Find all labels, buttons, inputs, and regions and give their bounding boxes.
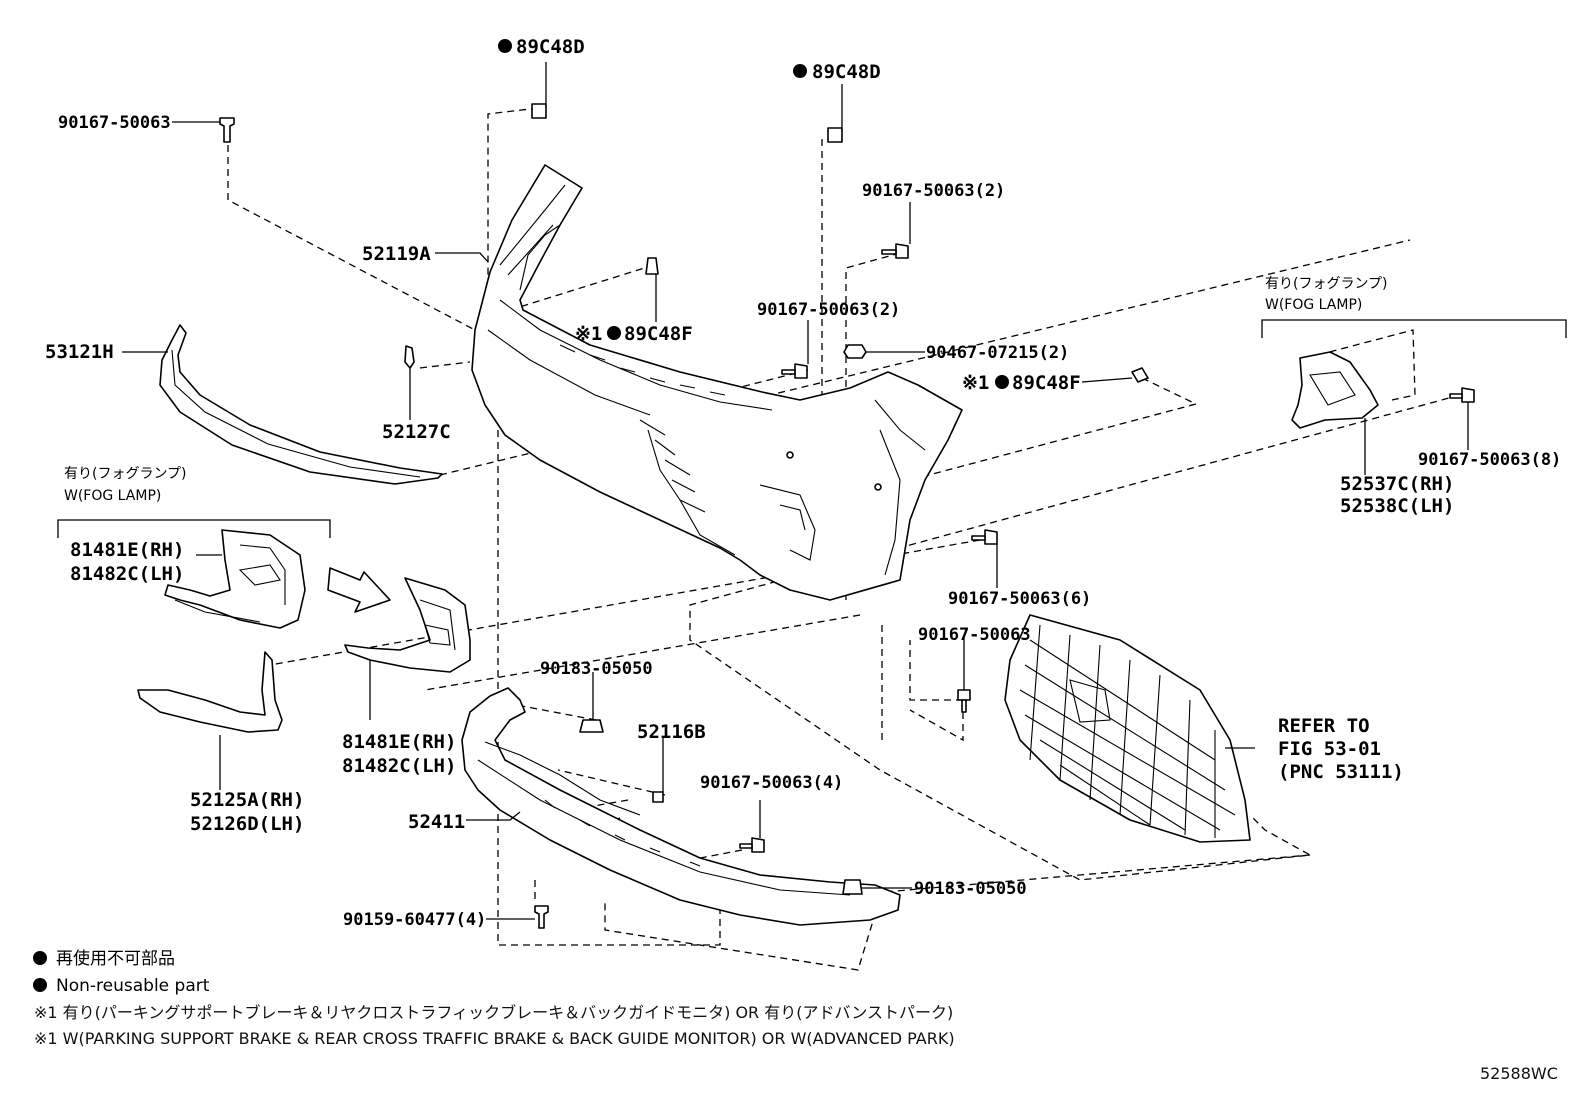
nonreusable-dot-icon	[498, 39, 512, 53]
nonreusable-dot-icon	[607, 326, 621, 340]
label-53121h: 53121H	[45, 341, 114, 363]
nonreusable-dot-icon	[995, 375, 1009, 389]
label-52127c: 52127C	[382, 421, 451, 443]
nonreusable-dot-icon	[33, 951, 47, 965]
label-90167-50063-2a: 90167-50063(2)	[862, 181, 1005, 201]
label-52411: 52411	[408, 811, 465, 833]
label-note-mark-mid: ※1	[575, 323, 602, 345]
label-52116b: 52116B	[637, 721, 706, 743]
part-labels: 89C48D 89C48D 90167-50063 90167-50063(2)…	[45, 36, 1561, 930]
label-90159-60477: 90159-60477(4)	[343, 910, 486, 930]
fog-group-left-jp: 有り(フォグランプ)	[64, 466, 187, 482]
fog-group-right-jp: 有り(フォグランプ)	[1265, 276, 1388, 292]
label-52537c: 52537C(RH)	[1340, 473, 1454, 495]
fog-bracket-52537c	[1291, 351, 1379, 429]
label-90167-50063-tl: 90167-50063	[58, 113, 171, 133]
label-90167-50063-mid: 90167-50063	[918, 625, 1031, 645]
label-81482c-a: 81482C(LH)	[70, 563, 184, 585]
label-90167-50063-2b: 90167-50063(2)	[757, 300, 900, 320]
lower-spoiler-52411	[461, 687, 901, 926]
label-90167-50063-4: 90167-50063(4)	[700, 773, 843, 793]
fog-group-left-en: W(FOG LAMP)	[64, 488, 161, 504]
nonreusable-dot-icon	[33, 978, 47, 992]
label-89c48f-right: 89C48F	[1012, 372, 1081, 394]
legend-note1-en: ※1 W(PARKING SUPPORT BRAKE & REAR CROSS …	[34, 1029, 955, 1048]
legend-nonreusable-jp: 再使用不可部品	[56, 948, 175, 969]
label-52126d: 52126D(LH)	[190, 813, 304, 835]
label-52119a: 52119A	[362, 243, 431, 265]
label-90467-07215: 90467-07215(2)	[926, 343, 1069, 363]
leader-lines	[57, 62, 1567, 920]
bracket-52127c	[404, 345, 415, 369]
legend: 再使用不可部品 Non-reusable part ※1 有り(パーキングサポー…	[33, 948, 1558, 1083]
label-refer-2: FIG 53-01	[1278, 738, 1381, 760]
label-90167-50063-8: 90167-50063(8)	[1418, 450, 1561, 470]
label-89c48d-top: 89C48D	[516, 36, 585, 58]
bumper-cover-52119a	[471, 164, 963, 601]
molding-53121h	[159, 324, 443, 485]
fasteners	[219, 103, 1475, 929]
label-89c48f-mid: 89C48F	[624, 323, 693, 345]
label-refer-1: REFER TO	[1278, 715, 1370, 737]
label-89c48d-right: 89C48D	[812, 61, 881, 83]
label-refer-3: (PNC 53111)	[1278, 761, 1404, 783]
label-81482c-b: 81482C(LH)	[342, 755, 456, 777]
label-90167-50063-6: 90167-50063(6)	[948, 589, 1091, 609]
fog-cover-81481e-a	[164, 529, 306, 629]
label-81481e-a: 81481E(RH)	[70, 539, 184, 561]
grille-53111	[1004, 614, 1251, 843]
label-90183-05050-a: 90183-05050	[540, 659, 653, 679]
direction-arrow	[327, 567, 391, 613]
label-note-mark-right: ※1	[962, 372, 989, 394]
legend-nonreusable-en: Non-reusable part	[56, 976, 210, 996]
fog-group-right-en: W(FOG LAMP)	[1265, 297, 1362, 313]
label-90183-05050-b: 90183-05050	[914, 879, 1027, 899]
label-52538c: 52538C(LH)	[1340, 495, 1454, 517]
label-81481e-b: 81481E(RH)	[342, 731, 456, 753]
legend-note1-jp: ※1 有り(パーキングサポートブレーキ＆リヤクロストラフィックブレーキ＆バックガ…	[34, 1003, 953, 1022]
figure-code: 52588WC	[1480, 1064, 1558, 1083]
nonreusable-dot-icon	[793, 64, 807, 78]
garnish-52125a	[137, 651, 283, 733]
label-52125a: 52125A(RH)	[190, 789, 304, 811]
